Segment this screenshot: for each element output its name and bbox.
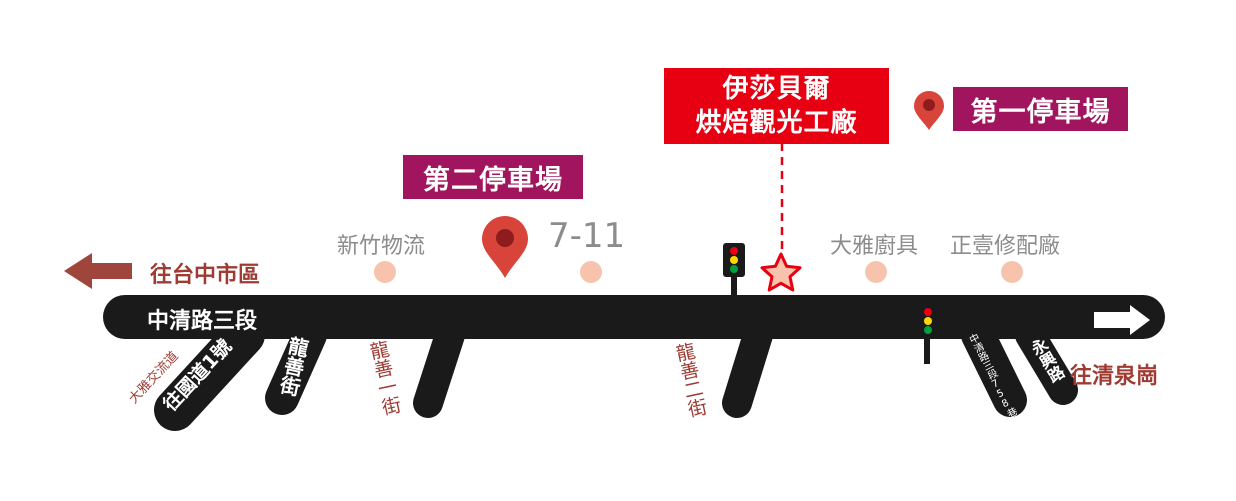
factory-name-line2: 烘焙觀光工廠 bbox=[695, 108, 858, 138]
road-yongxing bbox=[1015, 320, 1078, 405]
landmark-dot-hsinchu-logistics bbox=[374, 261, 396, 283]
landmark-dot-seven-eleven bbox=[580, 261, 602, 283]
east-arrow-icon bbox=[1094, 305, 1150, 335]
landmark-daya-kitchen: 大雅廚具 bbox=[830, 234, 919, 259]
road-zhongqing-lane bbox=[961, 318, 1027, 417]
road-longshan-2nd bbox=[722, 320, 773, 418]
landmark-dot-daya-kitchen bbox=[865, 261, 887, 283]
direction-east-label: 往清泉崗 bbox=[1070, 364, 1159, 389]
factory-name-line1: 伊莎貝爾 bbox=[722, 74, 831, 104]
factory-label-box: 伊莎貝爾 烘焙觀光工廠 bbox=[664, 68, 889, 144]
direction-west-label: 往台中市區 bbox=[150, 263, 261, 288]
landmark-seven-eleven: 7-11 bbox=[548, 216, 626, 256]
road-longshan-st bbox=[265, 318, 327, 415]
west-arrow-icon bbox=[64, 253, 132, 289]
second-parking-label: 第二停車場 bbox=[403, 155, 583, 199]
main-road-label: 中清路三段 bbox=[147, 309, 258, 334]
small-map-pin-icon bbox=[914, 91, 944, 130]
landmark-dot-zhengyi-repair bbox=[1001, 261, 1023, 283]
first-parking-label: 第一停車場 bbox=[953, 87, 1128, 131]
factory-star-icon bbox=[760, 252, 802, 292]
traffic-light-icon bbox=[723, 243, 745, 303]
road-longshan-1st bbox=[413, 320, 465, 418]
main-road bbox=[103, 295, 1165, 339]
road-freeway bbox=[154, 314, 265, 431]
landmark-zhengyi-repair: 正壹修配廠 bbox=[950, 234, 1061, 259]
traffic-light-icon-2 bbox=[917, 304, 939, 364]
landmark-hsinchu-logistics: 新竹物流 bbox=[337, 234, 426, 259]
map-pin-icon bbox=[482, 216, 528, 278]
